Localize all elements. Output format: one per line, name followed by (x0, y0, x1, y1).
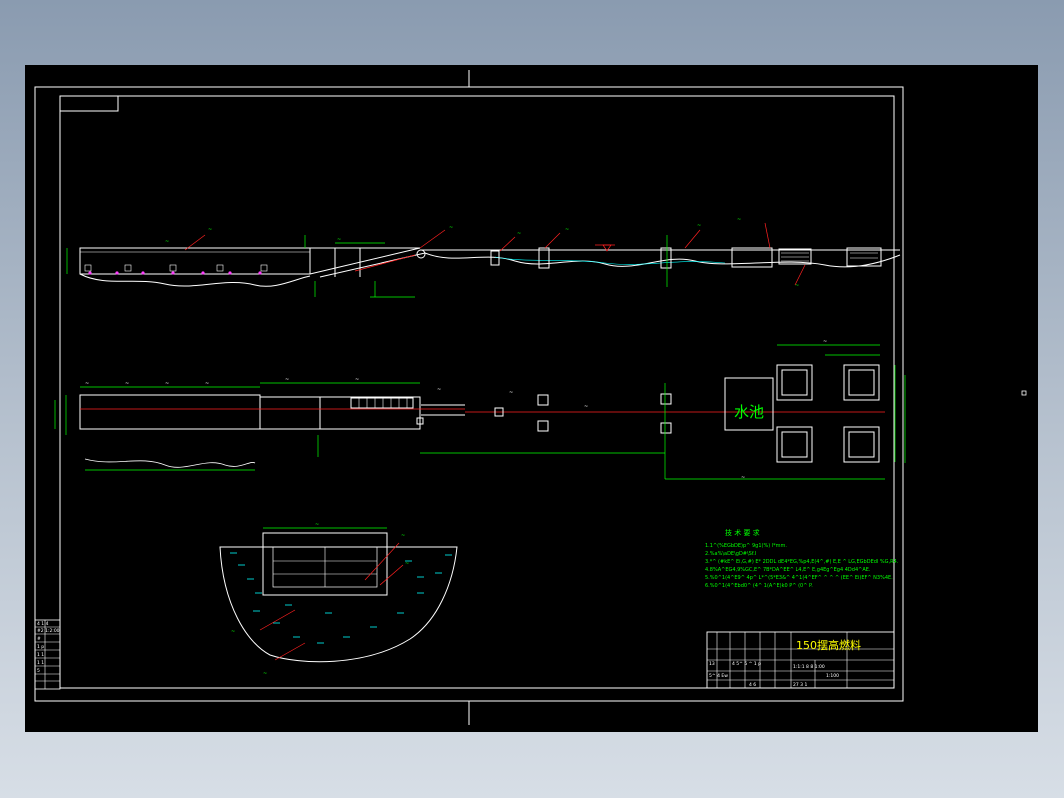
svg-text:~: ~ (517, 231, 521, 237)
title-block-cell: 1:100 (826, 673, 839, 679)
tech-req-item: 5.%0^1(4^E9^ 4p^ L*^(5*E3&^ 4^1(4^EF^ ^ … (705, 575, 893, 581)
svg-text:~: ~ (737, 217, 741, 223)
svg-text:~: ~ (263, 671, 267, 677)
corner-box (59, 95, 119, 112)
tech-req-item: 3.*^ (#kE^ Ei,G,#) E* 2DDL dE4*EG,%p4,E(… (705, 559, 899, 565)
cad-drawing-canvas[interactable]: ~ ~ ~ ~ ~ ~ ~ ~ ~ 水池 (25, 65, 1038, 732)
svg-text:~: ~ (509, 390, 513, 396)
title-block-cell: 13 (709, 661, 715, 667)
svg-text:~: ~ (584, 404, 588, 410)
tech-req-title: 技 术 要 求 (725, 528, 760, 537)
technical-requirements: 技 术 要 求 1.1^(%EGbDE)p^ 9g1(%) l*mm. 2.%a… (705, 528, 899, 589)
title-block-cell: 1:1:1 8 8 1:00 (793, 664, 825, 670)
left-table-cell: # (37, 636, 41, 642)
plan-view: 水池 ~ ~ ~ ~ ~ ~ ~ ~ ~ ~ ~ (54, 339, 906, 481)
section-view: ~ ~ ~ ~ ~ (219, 522, 458, 677)
drawing-title: 150摆高燃料 (796, 638, 861, 652)
svg-text:~: ~ (565, 227, 569, 233)
left-revision-table: 4 1 4 #2 1:2:00 # 1 p 1 1 1 1 5 (34, 619, 61, 690)
svg-text:~: ~ (437, 387, 441, 393)
svg-text:~: ~ (205, 381, 209, 387)
left-table-cell: 1 p (37, 644, 44, 650)
svg-text:~: ~ (355, 377, 359, 383)
left-table-cell: 1 1 (37, 652, 44, 658)
title-block-cell: 5^ 4 Ew (709, 673, 728, 679)
elevation-view: ~ ~ ~ ~ ~ ~ ~ ~ ~ (66, 217, 901, 298)
title-block-cell: 4 5^ 5 ^ 1 p (732, 661, 761, 667)
svg-text:~: ~ (741, 475, 745, 481)
tech-req-item: 4.8%A^EG4,9%GC,E^ 7B*DA^EE^ L4,E^ E,g4Eg… (705, 567, 871, 573)
svg-text:~: ~ (405, 561, 409, 567)
inner-frame (59, 95, 895, 689)
svg-text:~: ~ (85, 381, 89, 387)
svg-text:~: ~ (165, 239, 169, 245)
svg-text:~: ~ (315, 522, 319, 528)
cad-drawing: ~ ~ ~ ~ ~ ~ ~ ~ ~ 水池 (34, 70, 1027, 725)
left-table-cell: #2 1:2:00 (37, 628, 60, 634)
tech-req-item: 2.%a%\aDE\gD#\Sf.I (705, 551, 756, 557)
svg-text:~: ~ (337, 237, 341, 243)
left-table-cell: 1 1 (37, 660, 44, 666)
svg-text:~: ~ (823, 339, 827, 345)
svg-text:~: ~ (795, 283, 799, 289)
title-block-cell: 27 3 1 (793, 682, 807, 688)
left-table-cell: 4 1 4 (37, 621, 49, 627)
svg-text:~: ~ (285, 377, 289, 383)
svg-text:~: ~ (449, 225, 453, 231)
left-table-cell: 5 (37, 668, 40, 674)
svg-text:~: ~ (401, 533, 405, 539)
pool-label: 水池 (734, 403, 764, 421)
svg-text:~: ~ (697, 223, 701, 229)
svg-text:~: ~ (125, 381, 129, 387)
svg-text:~: ~ (208, 227, 212, 233)
title-block: 150摆高燃料 13 4 5^ 5 ^ 1 p 5^ 4 Ew 4 6 1:1:… (706, 631, 895, 689)
svg-text:~: ~ (165, 381, 169, 387)
svg-text:~: ~ (231, 629, 235, 635)
viewport-marker (1021, 390, 1027, 396)
tech-req-item: 6.%0^1(4^Ebd0^ (4^ 1(A^E)k0 P^ (0^ P. (705, 583, 813, 589)
tech-req-item: 1.1^(%EGbDE)p^ 9g1(%) l*mm. (705, 543, 787, 549)
title-block-cell: 4 6 (749, 682, 756, 688)
